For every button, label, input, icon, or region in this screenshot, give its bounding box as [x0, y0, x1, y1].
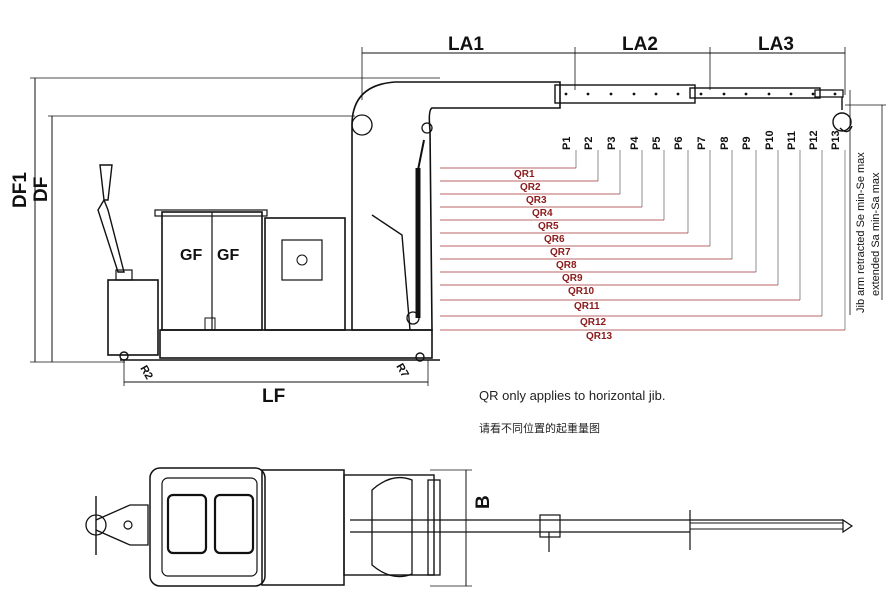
radius-label-11: QR11	[574, 301, 600, 312]
position-dot-1	[564, 92, 568, 96]
la1-label: LA1	[448, 34, 484, 55]
radius-lines: QR1QR2QR3QR4QR5QR6QR7QR8QR9QR10QR11QR12Q…	[440, 150, 846, 342]
radius-label-8: QR8	[556, 260, 577, 271]
position-label-7: P7	[696, 137, 708, 150]
side-view	[97, 81, 853, 362]
radius-label-5: QR5	[538, 221, 559, 232]
radius-label-13: QR13	[586, 331, 613, 342]
lf-dimension: LF R2 R7	[123, 360, 429, 407]
position-dot-11	[789, 92, 793, 96]
radius-label-10: QR10	[568, 286, 595, 297]
position-label-1: P1	[561, 137, 573, 150]
la3-label: LA3	[758, 34, 794, 55]
position-dot-10	[767, 92, 771, 96]
position-label-6: P6	[673, 137, 685, 150]
gf-label-1: GF	[180, 247, 202, 264]
position-label-11: P11	[786, 131, 798, 150]
radius-label-12: QR12	[580, 317, 607, 328]
position-dot-5	[654, 92, 658, 96]
qr-note: QR only applies to horizontal jib.	[479, 388, 666, 403]
position-label-9: P9	[741, 137, 753, 150]
position-markers: P1 P2 P3 P4 P5 P6 P7 P8 P9 P10 P11 P12 P13	[561, 92, 842, 150]
position-label-3: P3	[606, 137, 618, 150]
position-dot-3	[609, 92, 613, 96]
radius-label-3: QR3	[526, 195, 547, 206]
position-label-2: P2	[583, 137, 595, 150]
position-dot-2	[586, 92, 590, 96]
lf-label: LF	[262, 386, 285, 407]
position-label-13: P13	[830, 130, 842, 150]
gf-label-2: GF	[217, 247, 239, 264]
la2-label: LA2	[622, 34, 658, 55]
position-dot-9	[744, 92, 748, 96]
top-view: B	[85, 467, 854, 587]
position-label-12: P12	[808, 130, 820, 150]
jib-extended-text: extended Sa min-Sa max	[870, 172, 882, 296]
jib-retracted-text: Jib arm retracted Se min-Se max	[855, 152, 867, 313]
position-label-5: P5	[651, 137, 663, 150]
radius-label-7: QR7	[550, 247, 571, 258]
position-dot-6	[676, 92, 680, 96]
position-label-10: P10	[764, 130, 776, 150]
df-dimensions: DF1 DF	[10, 77, 440, 363]
load-chart-note: 请看不同位置的起重量图	[479, 422, 600, 435]
b-label: B	[473, 495, 494, 509]
jib-side-text: Jib arm retracted Se min-Se max extended…	[845, 90, 886, 315]
r7-label: R7	[393, 362, 410, 380]
df1-label: DF1	[10, 172, 31, 208]
position-dot-7	[699, 92, 703, 96]
position-dot-8	[722, 92, 726, 96]
position-label-8: P8	[719, 137, 731, 150]
position-dot-13	[833, 92, 837, 96]
radius-label-9: QR9	[562, 273, 583, 284]
position-dot-12	[811, 92, 815, 96]
position-label-4: P4	[629, 136, 641, 150]
la-dimension: LA1 LA2 LA3	[361, 34, 846, 100]
radius-label-1: QR1	[514, 169, 535, 180]
radius-label-4: QR4	[532, 208, 553, 219]
position-dot-4	[632, 92, 636, 96]
radius-label-6: QR6	[544, 234, 565, 245]
radius-label-2: QR2	[520, 182, 541, 193]
r2-label: R2	[137, 364, 154, 382]
df-label: DF	[31, 177, 52, 202]
